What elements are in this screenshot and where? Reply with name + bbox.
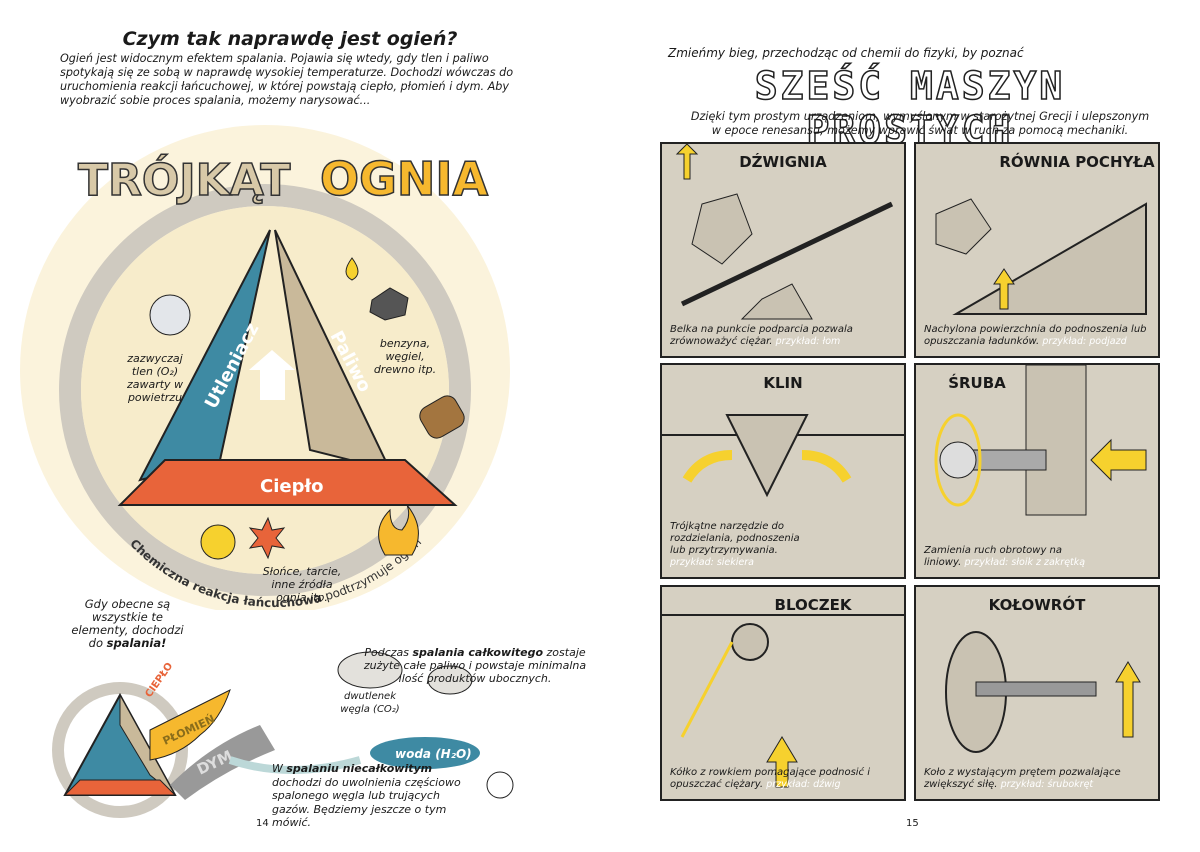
coal-icon: [369, 287, 409, 321]
panel-title: KLIN: [763, 374, 803, 392]
screw-illustration: [934, 365, 1147, 516]
incomplete-combustion-text: W spalaniu niecałkowitym dochodzi do uwo…: [272, 762, 462, 830]
page-number-left: 14: [256, 818, 269, 829]
combustion-diagram: PŁOMIEŃ CIEPŁO DYM woda (H₂O): [52, 651, 514, 818]
pulley-illustration: [662, 614, 904, 788]
incomplete-bold: spalaniu niecałkowitym: [286, 762, 433, 775]
flame-shape: [149, 689, 231, 761]
wheel-illustration: [945, 631, 1141, 753]
wind-face-icon: [149, 294, 191, 336]
flame-icon: [378, 504, 419, 556]
example-text: przykład: łom: [775, 336, 841, 347]
caption-text: Zamienia ruch obrotowy na liniowy.: [924, 545, 1063, 568]
caption-text: Nachylona powierzchnia do podnoszenia lu…: [924, 324, 1147, 347]
all-present-bold: spalania!: [106, 636, 167, 650]
arrow-to-water: [228, 756, 362, 774]
example-text: przykład: podjazd: [1042, 336, 1127, 347]
caption-text: Kółko z rowkiem pomagające podnosić i op…: [670, 767, 871, 790]
spark-icon: [248, 516, 286, 560]
panel-title: DŹWIGNIA: [739, 153, 827, 171]
panel-caption: Belka na punkcie podparcia pozwala zrówn…: [670, 324, 898, 348]
panel-pulley: BLOCZEK Kółko z rowkiem pomagające podno…: [660, 585, 906, 801]
lever-illustration: [675, 144, 894, 320]
intro-text: Ogień jest widocznym efektem spalania. P…: [60, 52, 514, 107]
complete-bold: spalania całkowitego: [412, 646, 544, 659]
smoke-shape: [170, 725, 275, 800]
water-label: woda (H₂O): [395, 747, 472, 761]
panel-screw: ŚRUBA Zamienia ruch obrotowy na liniowy.…: [914, 363, 1160, 579]
example-text: przykład: dźwig: [766, 779, 841, 790]
incomplete-1: W: [272, 762, 287, 775]
page-title: Czym tak naprawdę jest ogień?: [122, 28, 458, 50]
all-present-text: Gdy obecne są wszystkie te elementy, doc…: [70, 598, 185, 650]
panel-wheel-axle: KOŁOWRÓT Koło z wystającym prętem pozwal…: [914, 585, 1160, 801]
chain-reaction-ring: [59, 184, 471, 596]
intro-right: Zmieńmy bieg, przechodząc od chemii do f…: [668, 46, 1024, 60]
panel-caption: Kółko z rowkiem pomagające podnosić i op…: [670, 767, 898, 791]
co2-label: dwutlenek węgla (CO₂): [340, 691, 400, 715]
panel-caption: Nachylona powierzchnia do podnoszenia lu…: [924, 324, 1152, 348]
heat-label-small: CIEPŁO: [143, 661, 175, 700]
page-number-right: 15: [906, 818, 919, 829]
example-text: przykład: siekiera: [670, 557, 754, 568]
example-text: przykład: śrubokręt: [1000, 779, 1094, 790]
panel-inclined-plane: RÓWNIA POCHYŁA Nachylona powierzchnia do…: [914, 142, 1160, 358]
sun-icon: [200, 524, 236, 560]
center-arrow-icon: [249, 350, 295, 400]
heat-side: [117, 459, 458, 506]
complete-combustion-text: Podczas spalania całkowitego zostaje zuż…: [355, 646, 595, 685]
caption-text: Trójkątne narzędzie do rozdzielania, pod…: [670, 521, 800, 556]
panel-caption: Koło z wystającym prętem pozwalające zwi…: [924, 767, 1152, 791]
smoke-cloud: [427, 665, 473, 695]
subtitle-right: Dzięki tym prostym urządzeniom, wymyślon…: [690, 110, 1150, 137]
caption-text: Belka na punkcie podparcia pozwala zrówn…: [670, 324, 853, 347]
complete-2: zostaje zużyte całe paliwo i powstaje mi…: [363, 646, 587, 685]
panel-title: ŚRUBA: [948, 374, 1006, 392]
page-title-right: SZEŚĆ MASZYN PROSTYCH: [754, 63, 1066, 153]
oxidizer-note: zazwyczaj tlen (O₂) zawarty w powietrzu: [126, 352, 184, 404]
panel-title: BLOCZEK: [774, 596, 852, 614]
panel-caption: Trójkątne narzędzie do rozdzielania, pod…: [670, 521, 810, 569]
fire-triangle-diagram: TRÓJKĄT OGNIA Utleniacz Paliwo Ciepło Ch…: [20, 125, 510, 610]
banner-fire: OGNIA: [320, 152, 488, 206]
log-icon: [419, 395, 465, 439]
all-present-1: Gdy obecne są wszystkie te elementy, doc…: [71, 597, 184, 650]
fuel-note: benzyna, węgiel, drewno itp.: [373, 337, 437, 376]
caption-text: Koło z wystającym prętem pozwalające zwi…: [924, 767, 1121, 790]
banner-triangle: TRÓJKĄT: [78, 153, 290, 206]
panel-caption: Zamienia ruch obrotowy na liniowy. przyk…: [924, 545, 1094, 569]
panel-lever: DŹWIGNIA Belka na punkcie podparcia pozw…: [660, 142, 906, 358]
ramp-illustration: [935, 198, 1147, 315]
heat-label: Ciepło: [260, 476, 324, 497]
complete-1: Podczas: [364, 646, 413, 659]
fuel-drop-icon: [345, 257, 359, 281]
panel-wedge: KLIN Trójkątne narzędzie do rozdzielania…: [660, 363, 906, 579]
heat-note: Słońce, tarcie, inne źródła ognia itp.: [262, 565, 342, 604]
example-text: przykład: słoik z zakrętką: [964, 557, 1086, 568]
water-puddle: [370, 737, 480, 769]
smoke-cloud: [337, 651, 403, 689]
wedge-illustration: [662, 414, 904, 498]
panel-title: RÓWNIA POCHYŁA: [999, 153, 1155, 171]
panel-title: KOŁOWRÓT: [988, 596, 1086, 614]
skull-icon: [486, 771, 514, 799]
incomplete-2: dochodzi do uwolnienia częściowo spalone…: [272, 775, 461, 830]
